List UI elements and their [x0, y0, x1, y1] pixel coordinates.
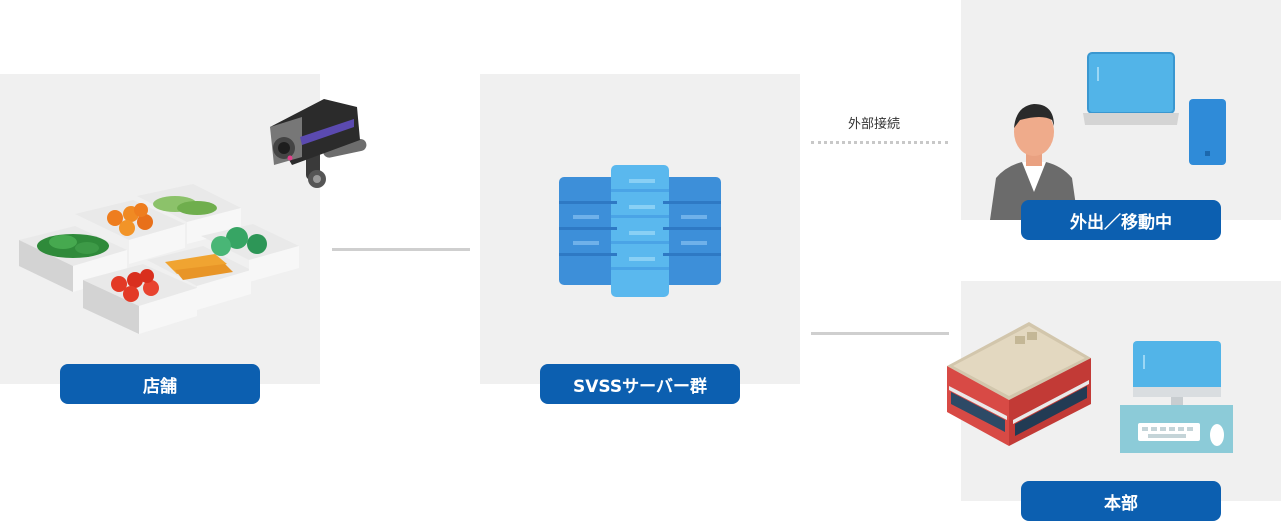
mobile-label: 外出／移動中 — [1021, 200, 1221, 240]
server-stack-icon — [559, 165, 721, 297]
hq-label: 本部 — [1021, 481, 1221, 521]
security-camera-icon — [270, 99, 367, 188]
hq-building-icon — [947, 322, 1091, 446]
vegetable-crates-icon — [19, 184, 299, 334]
store-server-line — [332, 248, 470, 251]
store-label: 店舗 — [60, 364, 260, 404]
laptop-icon — [1083, 52, 1179, 125]
smartphone-icon — [1189, 99, 1226, 165]
server-label: SVSSサーバー群 — [540, 364, 740, 404]
external-connection-line — [811, 141, 948, 144]
person-icon — [990, 104, 1078, 220]
external-connection-label: 外部接続 — [848, 117, 901, 132]
server-hq-line — [811, 332, 949, 335]
keyboard-icon — [1120, 405, 1233, 453]
